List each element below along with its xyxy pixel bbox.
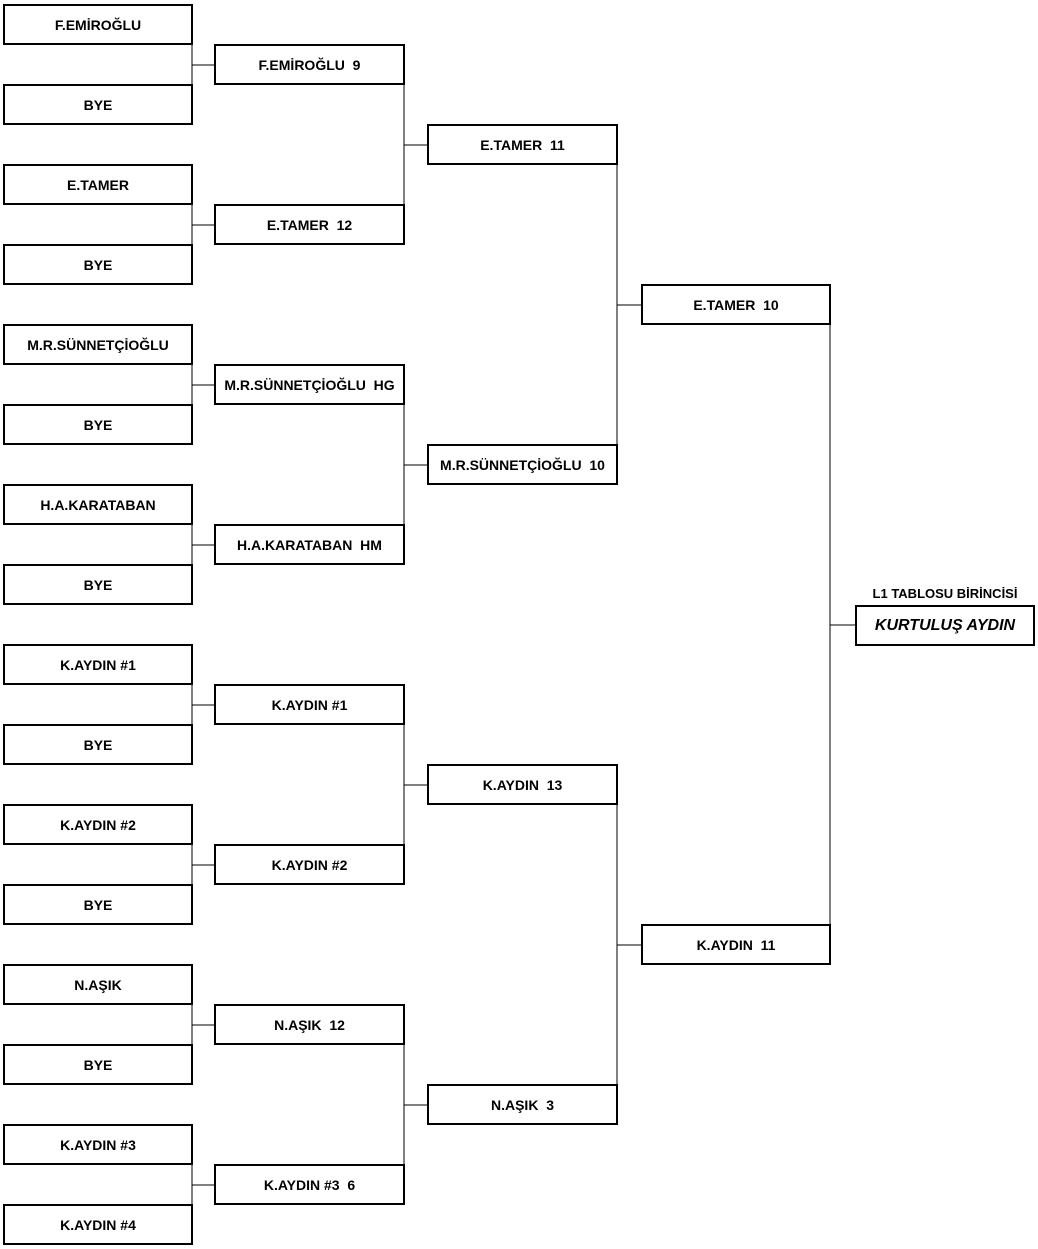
round1-player-box: BYE xyxy=(3,724,193,765)
round1-player-box: K.AYDIN #4 xyxy=(3,1204,193,1245)
round4-match-box: E.TAMER 10 xyxy=(641,284,831,325)
round1-player-box: E.TAMER xyxy=(3,164,193,205)
round2-match-box: K.AYDIN #1 xyxy=(214,684,405,725)
round2-match-box: K.AYDIN #3 6 xyxy=(214,1164,405,1205)
round1-player-box: K.AYDIN #3 xyxy=(3,1124,193,1165)
round2-match-box: H.A.KARATABAN HM xyxy=(214,524,405,565)
round1-player-box: BYE xyxy=(3,244,193,285)
round1-player-box: BYE xyxy=(3,884,193,925)
round1-player-box: H.A.KARATABAN xyxy=(3,484,193,525)
round2-match-box: K.AYDIN #2 xyxy=(214,844,405,885)
round3-match-box: M.R.SÜNNETÇİOĞLU 10 xyxy=(427,444,618,485)
round1-player-box: BYE xyxy=(3,1044,193,1085)
round2-match-box: M.R.SÜNNETÇİOĞLU HG xyxy=(214,364,405,405)
champion-title: L1 TABLOSU BİRİNCİSİ xyxy=(872,586,1018,601)
round1-player-box: F.EMİROĞLU xyxy=(3,4,193,45)
champion-name-box: KURTULUŞ AYDIN xyxy=(855,605,1035,646)
round3-match-box: K.AYDIN 13 xyxy=(427,764,618,805)
round1-player-box: BYE xyxy=(3,84,193,125)
round1-player-box: K.AYDIN #1 xyxy=(3,644,193,685)
round4-match-box: K.AYDIN 11 xyxy=(641,924,831,965)
round1-player-box: K.AYDIN #2 xyxy=(3,804,193,845)
round2-match-box: N.AŞIK 12 xyxy=(214,1004,405,1045)
round1-player-box: M.R.SÜNNETÇİOĞLU xyxy=(3,324,193,365)
round1-player-box: BYE xyxy=(3,404,193,445)
round2-match-box: F.EMİROĞLU 9 xyxy=(214,44,405,85)
round1-player-box: BYE xyxy=(3,564,193,605)
round2-match-box: E.TAMER 12 xyxy=(214,204,405,245)
round3-match-box: E.TAMER 11 xyxy=(427,124,618,165)
round3-match-box: N.AŞIK 3 xyxy=(427,1084,618,1125)
round1-player-box: N.AŞIK xyxy=(3,964,193,1005)
